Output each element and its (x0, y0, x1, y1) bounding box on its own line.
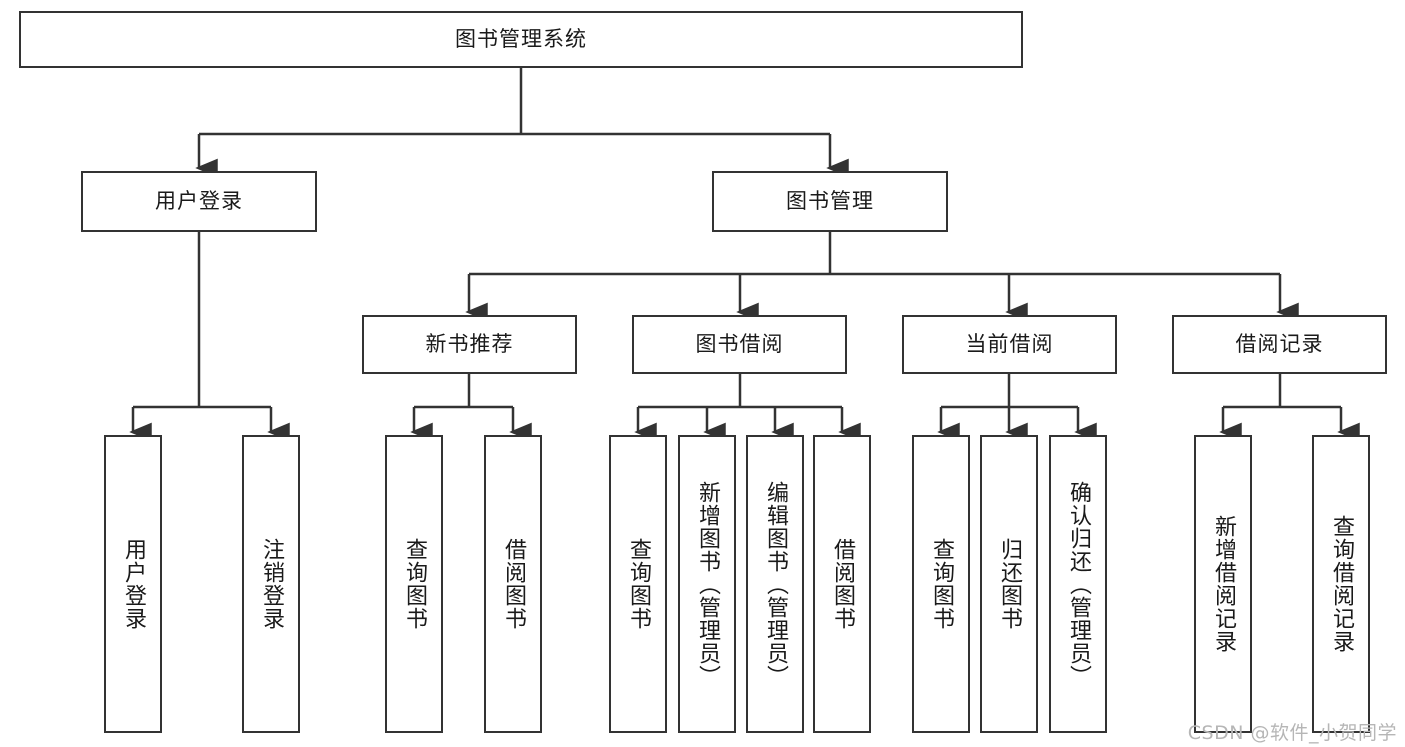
node-leaf-record-2-label: 查询借阅记录 (1328, 515, 1354, 653)
node-leaf-borrow-1-label: 查询图书 (625, 538, 651, 630)
node-leaf-borrow-3[interactable]: 编辑图书（管理员） (746, 435, 804, 733)
watermark-text: CSDN @软件_小贺同学 (1187, 722, 1397, 744)
node-leaf-newbook-2-label: 借阅图书 (500, 538, 526, 630)
node-record[interactable]: 借阅记录 (1172, 315, 1387, 374)
node-leaf-current-2-label: 归还图书 (996, 538, 1022, 630)
node-leaf-record-2[interactable]: 查询借阅记录 (1312, 435, 1370, 733)
node-leaf-login-2-label: 注销登录 (258, 538, 284, 630)
node-leaf-login-2[interactable]: 注销登录 (242, 435, 300, 733)
node-leaf-borrow-3-label: 编辑图书（管理员） (762, 480, 788, 688)
node-leaf-newbook-1-label: 查询图书 (401, 538, 427, 630)
node-leaf-newbook-1[interactable]: 查询图书 (385, 435, 443, 733)
node-newbook-label: 新书推荐 (425, 332, 514, 356)
node-leaf-borrow-2-label: 新增图书（管理员） (694, 480, 720, 688)
node-leaf-borrow-4-label: 借阅图书 (829, 538, 855, 630)
node-record-label: 借阅记录 (1235, 332, 1324, 356)
node-leaf-borrow-4[interactable]: 借阅图书 (813, 435, 871, 733)
node-leaf-record-1-label: 新增借阅记录 (1210, 515, 1236, 653)
node-newbook[interactable]: 新书推荐 (362, 315, 577, 374)
node-root[interactable]: 图书管理系统 (19, 11, 1023, 68)
node-leaf-borrow-1[interactable]: 查询图书 (609, 435, 667, 733)
node-root-label: 图书管理系统 (455, 27, 587, 51)
node-leaf-login-1[interactable]: 用户登录 (104, 435, 162, 733)
node-leaf-borrow-2[interactable]: 新增图书（管理员） (678, 435, 736, 733)
node-leaf-record-1[interactable]: 新增借阅记录 (1194, 435, 1252, 733)
node-current[interactable]: 当前借阅 (902, 315, 1117, 374)
node-leaf-current-3-label: 确认归还（管理员） (1065, 480, 1091, 688)
node-leaf-login-1-label: 用户登录 (120, 538, 146, 630)
node-login[interactable]: 用户登录 (81, 171, 317, 232)
node-leaf-current-2[interactable]: 归还图书 (980, 435, 1038, 733)
node-bookmgmt[interactable]: 图书管理 (712, 171, 948, 232)
node-leaf-current-3[interactable]: 确认归还（管理员） (1049, 435, 1107, 733)
node-leaf-current-1[interactable]: 查询图书 (912, 435, 970, 733)
node-borrow-label: 图书借阅 (695, 332, 784, 356)
node-borrow[interactable]: 图书借阅 (632, 315, 847, 374)
node-bookmgmt-label: 图书管理 (786, 189, 874, 213)
node-current-label: 当前借阅 (965, 332, 1054, 356)
node-leaf-current-1-label: 查询图书 (928, 538, 954, 630)
node-login-label: 用户登录 (155, 189, 243, 213)
node-leaf-newbook-2[interactable]: 借阅图书 (484, 435, 542, 733)
